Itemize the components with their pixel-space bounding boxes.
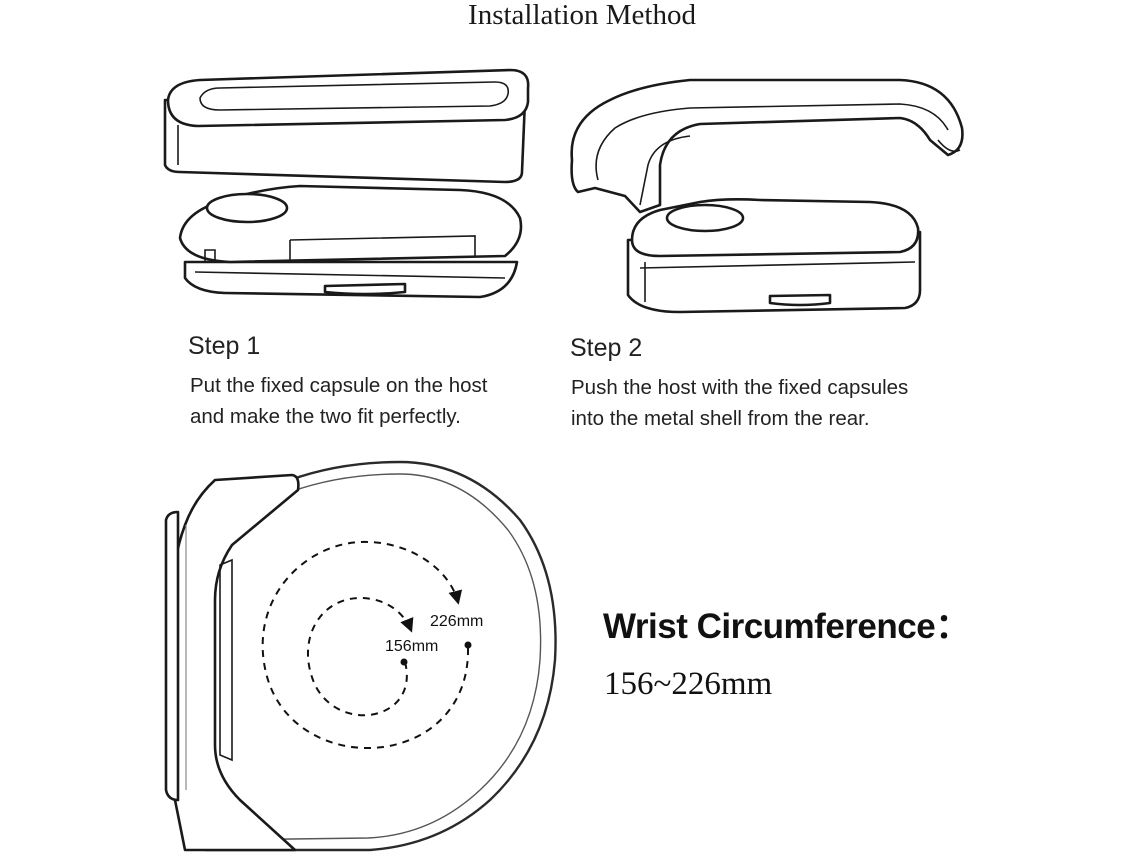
host-with-capsule-part (626, 198, 922, 314)
outer-circumference-label: 226mm (430, 613, 484, 630)
step1-text-line1: Put the fixed capsule on the host (190, 374, 488, 397)
step2-text-line2: into the metal shell from the rear. (571, 407, 870, 430)
capsule-frame-part (163, 68, 530, 184)
band-loop (205, 460, 557, 852)
band-tracker-body (164, 473, 300, 852)
page-title: Installation Method (468, 0, 696, 31)
step1-text-line2: and make the two fit perfectly. (190, 405, 461, 428)
wrist-circumference-range: 156~226mm (604, 666, 773, 702)
metal-shell-part (570, 78, 964, 214)
wrist-circumference-title: Wrist Circumference： (603, 607, 970, 646)
step2-text-line1: Push the host with the fixed capsules (571, 376, 909, 399)
inner-circumference-label: 156mm (385, 638, 439, 655)
step2-heading: Step 2 (570, 334, 643, 362)
host-pod-part (178, 184, 523, 299)
circumference-arrows (261, 540, 472, 749)
step1-heading: Step 1 (188, 332, 261, 360)
